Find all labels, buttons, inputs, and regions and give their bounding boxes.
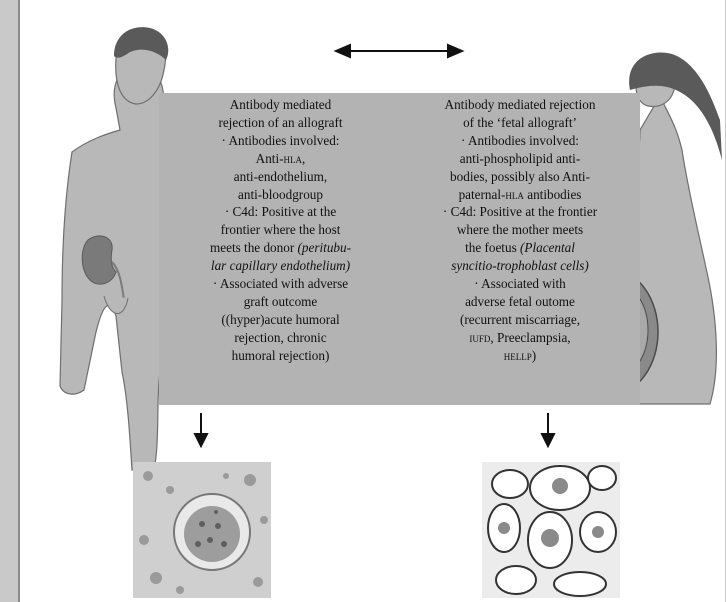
left-italic-2: lar capillary endothelium)	[211, 258, 350, 273]
left-line-13: rejection, chronic	[234, 330, 326, 345]
fetal-allograft-text: Antibody mediated rejection of the ‘feta…	[400, 93, 640, 365]
right-hellp-abbr: hellp	[504, 348, 532, 363]
left-line-3: · Antibodies involved:	[222, 133, 340, 148]
double-arrow-icon	[336, 45, 462, 57]
allograft-rejection-text: Antibody mediated rejection of an allogr…	[159, 93, 402, 365]
left-line-7: · C4d: Positive at the	[225, 204, 336, 219]
down-arrow-left-icon	[195, 413, 207, 446]
right-line-9: the foetus	[465, 240, 517, 255]
left-line-4: Anti-	[256, 151, 284, 166]
right-line-6: paternal-	[459, 187, 506, 202]
right-close-paren: )	[532, 348, 536, 363]
left-line-9: meets the donor	[210, 240, 294, 255]
down-arrow-right-icon	[542, 413, 554, 446]
left-line-8: frontier where the host	[221, 222, 341, 237]
right-italic-1: (Placental	[520, 240, 575, 255]
left-line-14: humoral rejection)	[232, 348, 330, 363]
right-hla-abbr: hla	[505, 187, 524, 202]
figure-frame: Antibody mediated rejection of an allogr…	[18, 0, 725, 602]
fetal-allograft-panel: Antibody mediated rejection of the ‘feta…	[400, 93, 640, 405]
left-line-12: ((hyper)acute humoral	[221, 312, 339, 327]
left-line-2: rejection of an allograft	[218, 115, 342, 130]
right-line-8: where the mother meets	[457, 222, 583, 237]
left-line-11: graft outcome	[244, 294, 318, 309]
right-line-12: (recurrent miscarriage,	[460, 312, 580, 327]
micrograph-left	[133, 462, 271, 598]
right-line-13: Preeclampsia,	[497, 330, 571, 345]
micrograph-right	[482, 462, 620, 598]
allograft-rejection-panel: Antibody mediated rejection of an allogr…	[159, 93, 402, 405]
right-line-2: of the ‘fetal allograft’	[463, 115, 577, 130]
kidney-icon	[82, 236, 116, 284]
right-line-4: anti-phospholipid anti-	[460, 151, 581, 166]
right-line-10: · Associated with	[474, 276, 566, 291]
left-hla-abbr: hla,	[284, 151, 306, 166]
right-italic-2: syncitio-trophoblast cells)	[451, 258, 589, 273]
right-line-5: bodies, possibly also Anti-	[450, 169, 590, 184]
left-line-6: anti-bloodgroup	[238, 187, 323, 202]
left-italic-1: (peritubu-	[298, 240, 351, 255]
right-iufd-abbr: iufd	[469, 330, 490, 345]
left-line-10: · Associated with adverse	[213, 276, 348, 291]
right-line-1: Antibody mediated rejection	[445, 97, 596, 112]
right-antibodies: antibodies	[524, 187, 582, 202]
left-line-5: anti-endothelium,	[234, 169, 327, 184]
left-line-1: Antibody mediated	[230, 97, 331, 112]
right-line-7: · C4d: Positive at the frontier	[443, 204, 597, 219]
right-line-11: adverse fetal outome	[465, 294, 575, 309]
right-line-3: · Antibodies involved:	[461, 133, 579, 148]
